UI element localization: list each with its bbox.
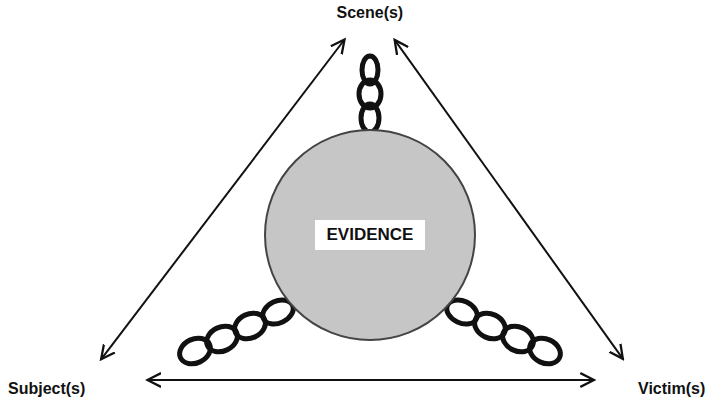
center-label: EVIDENCE: [315, 220, 426, 250]
vertex-label: Victim(s): [638, 380, 705, 398]
vertex-label: Scene(s): [337, 4, 404, 22]
vertex-text: Scene(s): [337, 4, 404, 21]
chain-link: [361, 104, 379, 132]
vertex-text: Victim(s): [638, 380, 705, 397]
chain-link: [525, 333, 564, 368]
vertex-text: Subject(s): [8, 380, 85, 397]
chain-link: [175, 333, 214, 368]
evidence-circle: EVIDENCE: [263, 128, 477, 342]
vertex-label: Subject(s): [8, 380, 85, 398]
double-arrow: [147, 379, 594, 381]
